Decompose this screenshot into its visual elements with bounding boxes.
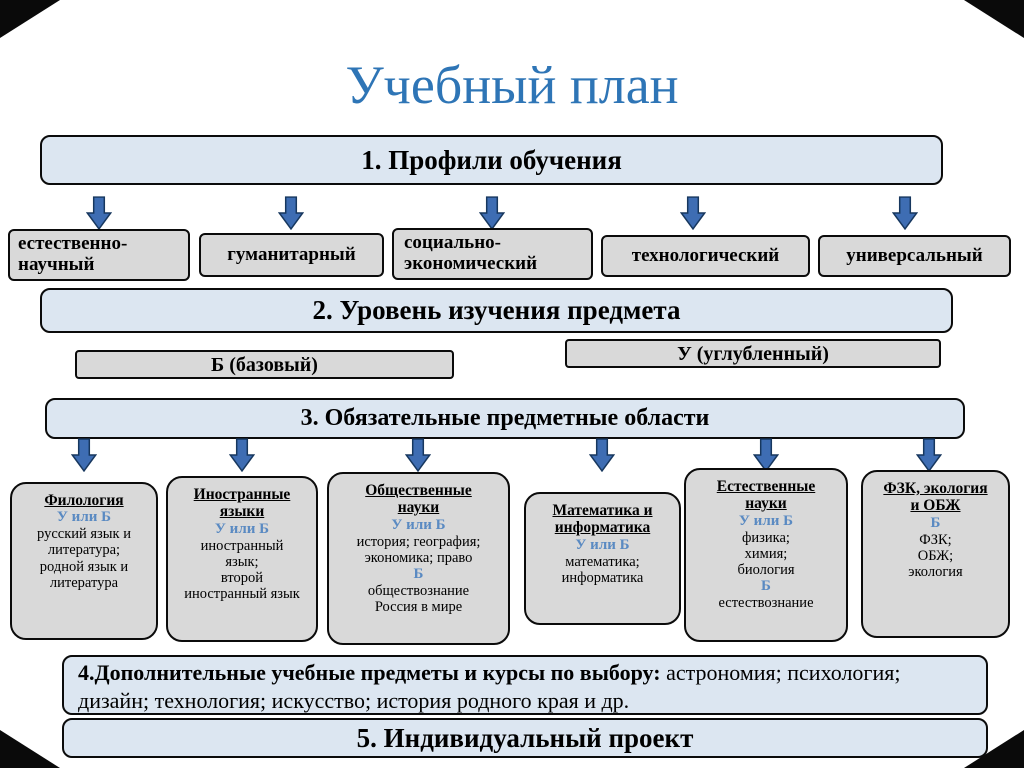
down-arrow-icon	[916, 438, 942, 472]
subject-level: У или Б	[575, 536, 630, 553]
subject-box-math-informatics: Математика и информатика У или Б математ…	[524, 492, 681, 625]
subject-box-pe-ecology-obzh: ФЗК, экология и ОБЖ Б ФЗК; ОБЖ; экология	[861, 470, 1010, 638]
section4-banner: 4.Дополнительные учебные предметы и курс…	[62, 655, 988, 715]
profile-box-socio-economic: социально-экономический	[392, 228, 593, 280]
subject-body: русский язык и литература; родной язык и…	[37, 526, 131, 591]
subject-box-social-sciences: Общественные науки У или Б история; геог…	[327, 472, 510, 645]
subject-level: У или Б	[391, 516, 446, 533]
subject-body: естествознание	[718, 595, 814, 612]
corner-decoration-top-right	[964, 0, 1024, 38]
subject-title: Иностранные языки	[193, 486, 291, 521]
subject-box-philology: Филология У или Б русский язык и литерат…	[10, 482, 158, 640]
section3-banner: 3. Обязательные предметные области	[45, 398, 965, 439]
down-arrow-icon	[405, 438, 431, 472]
section5-banner: 5. Индивидуальный проект	[62, 718, 988, 758]
page-title: Учебный план	[345, 55, 679, 115]
corner-decoration-top-left	[0, 0, 60, 38]
subject-level: У или Б	[56, 509, 112, 526]
subject-body: обществознание Россия в мире	[367, 582, 470, 616]
subject-title: ФЗК, экология и ОБЖ	[883, 480, 988, 515]
down-arrow-icon	[479, 196, 505, 230]
section2-banner: 2. Уровень изучения предмета	[40, 288, 953, 333]
subject-level: У или Б	[214, 520, 270, 537]
subject-body: физика; химия; биология	[737, 529, 795, 578]
profile-box-humanities: гуманитарный	[199, 233, 384, 277]
subject-title: Общественные науки	[365, 482, 472, 517]
subject-level: Б	[930, 514, 941, 531]
down-arrow-icon	[229, 438, 255, 472]
subject-level: У или Б	[738, 512, 794, 529]
subject-level: Б	[413, 565, 424, 582]
subject-title: Филология	[44, 492, 124, 509]
section4-bold-text: 4.Дополнительные учебные предметы и курс…	[78, 660, 661, 685]
profile-box-universal: универсальный	[818, 235, 1011, 277]
subject-box-foreign-languages: Иностранные языки У или Б иностранный яз…	[166, 476, 318, 642]
subject-title: Естественные науки	[716, 478, 816, 513]
subject-box-natural-sciences: Естественные науки У или Б физика; химия…	[684, 468, 848, 642]
corner-decoration-bottom-left	[0, 730, 60, 768]
subject-body: ФЗК; ОБЖ; экология	[908, 531, 963, 580]
down-arrow-icon	[71, 438, 97, 472]
down-arrow-icon	[589, 438, 615, 472]
level-box-basic: Б (базовый)	[75, 350, 454, 379]
down-arrow-icon	[892, 196, 918, 230]
profile-box-technological: технологический	[601, 235, 810, 277]
subject-body: математика; информатика	[561, 553, 644, 586]
down-arrow-icon	[86, 196, 112, 230]
section4-rest-text: астрономия; психология; дизайн; технолог…	[78, 660, 901, 713]
subject-body: иностранный язык; второй иностранный язы…	[184, 537, 300, 603]
subject-title: Математика и информатика	[552, 502, 653, 537]
profile-box-natural-science: естественно-научный	[8, 229, 190, 281]
level-box-advanced: У (углубленный)	[565, 339, 941, 368]
down-arrow-icon	[680, 196, 706, 230]
down-arrow-icon	[753, 438, 779, 472]
section1-banner: 1. Профили обучения	[40, 135, 943, 185]
subject-level: Б	[761, 578, 771, 595]
subject-body: история; география; экономика; право	[356, 533, 481, 566]
down-arrow-icon	[278, 196, 304, 230]
